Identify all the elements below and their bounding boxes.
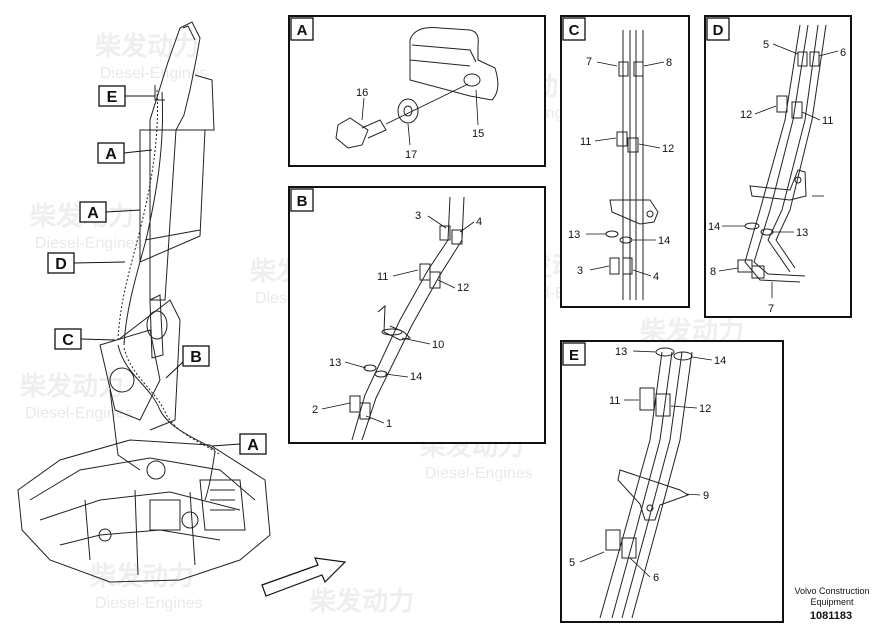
panel-letter: C (569, 22, 580, 39)
part-number-label: 7 (586, 56, 592, 68)
part-number-label: 3 (415, 210, 421, 222)
part-number-label: 5 (569, 557, 575, 569)
panel-letter: A (297, 22, 308, 39)
callout-b: B (165, 345, 210, 379)
watermark-text: 柴发动力 (309, 586, 414, 617)
part-number-label: 13 (568, 229, 580, 241)
part-number-label: 14 (708, 221, 720, 233)
callout-e: E (98, 85, 155, 107)
part-number-label: 6 (840, 47, 846, 59)
hose-assembly (349, 196, 465, 441)
panel-a: A 16 17 15 (288, 15, 546, 167)
hose-assembly (737, 24, 827, 283)
part-number-label: 11 (609, 395, 620, 407)
part-number-label: 14 (714, 355, 726, 367)
callout-letter: C (62, 332, 74, 349)
bolt-part (335, 117, 387, 149)
panel-letter-box (562, 17, 586, 41)
part-number-label: 2 (312, 404, 318, 416)
part-number-label: 4 (476, 216, 482, 228)
direction-arrow-icon (261, 557, 347, 597)
leader-line (165, 361, 184, 379)
callout-a-mid: A (79, 201, 141, 223)
leader-line (80, 338, 116, 341)
part-number-label: 15 (472, 128, 484, 140)
part-number-label: 12 (662, 143, 674, 155)
panel-letter-box (290, 17, 314, 41)
panel-letter-box (290, 188, 314, 212)
callout-d: D (47, 252, 126, 274)
brand-line: Equipment (810, 597, 854, 607)
callout-letter: A (105, 146, 117, 163)
part-number-label: 11 (580, 136, 591, 148)
callout-a-bottom: A (211, 433, 267, 455)
part-number-label: 11 (822, 115, 833, 127)
leader-line (211, 443, 241, 447)
part-number-label: 14 (410, 371, 422, 383)
watermark-text: 柴发动力 (19, 371, 124, 402)
watermark-text: Diesel-Engines (35, 235, 143, 252)
hose-assembly (599, 347, 693, 619)
watermark-text: Diesel-Engines (95, 595, 203, 612)
panel-letter: D (713, 22, 724, 39)
watermark-text: 柴发动力 (94, 31, 199, 62)
part-number-label: 12 (457, 282, 469, 294)
part-number-label: 17 (405, 149, 417, 161)
part-number-label: 14 (658, 235, 670, 247)
callout-letter: E (107, 89, 118, 106)
brand-caption: Volvo Construction Equipment (792, 586, 872, 608)
clamp-part (409, 27, 499, 101)
part-number-label: 10 (432, 339, 444, 351)
part-number-label: 11 (377, 271, 388, 283)
part-number-label: 13 (796, 227, 808, 239)
part-number-label: 4 (653, 271, 659, 283)
excavator-overview (17, 21, 271, 583)
part-number-label: 12 (740, 109, 752, 121)
brand-line: Volvo Construction (794, 586, 870, 596)
part-number-label: 13 (329, 357, 341, 369)
panel-e: E 13 14 11 12 9 5 6 (560, 340, 784, 623)
callout-c: C (54, 328, 116, 350)
watermark-text: Diesel-Engines (100, 65, 208, 82)
leader-line (123, 149, 153, 154)
panel-letter-box (706, 17, 730, 41)
part-number-label: 9 (703, 490, 709, 502)
panel-frame (288, 15, 546, 167)
panel-d: D 5 6 12 11 14 13 8 (704, 15, 852, 318)
panel-frame (560, 340, 784, 623)
panel-b: B 3 4 11 12 10 13 14 2 1 (288, 186, 546, 444)
part-number-label: 16 (356, 87, 368, 99)
callout-a-top: A (97, 142, 153, 164)
leader-line (73, 261, 126, 264)
panel-frame (288, 186, 546, 444)
callout-letter: D (55, 256, 67, 273)
part-number-label: 6 (653, 572, 659, 584)
panel-c: C 7 8 11 12 13 14 3 (560, 15, 690, 308)
part-number-label: 8 (666, 57, 672, 69)
panel-letter: E (569, 347, 579, 364)
watermark-text: 柴发动力 (89, 561, 194, 592)
part-number-label: 12 (699, 403, 711, 415)
callout-letter: A (247, 437, 259, 454)
panel-frame (704, 15, 852, 318)
panel-letter: B (297, 193, 308, 210)
part-number-label: 13 (615, 346, 627, 358)
leader-line (105, 209, 141, 213)
watermark-text: Diesel-Engines (25, 405, 133, 422)
watermark-text: Diesel-Engines (425, 465, 533, 482)
part-number-label: 5 (763, 39, 769, 51)
part-number-label: 1 (386, 418, 392, 430)
callout-letter: B (190, 349, 202, 366)
hose-assembly (605, 30, 659, 300)
panel-letter-box (562, 342, 586, 366)
document-number: 1081183 (809, 610, 853, 622)
part-number-label: 8 (710, 266, 716, 278)
callout-box (182, 345, 210, 367)
callout-letter: A (87, 205, 99, 222)
part-number-label: 3 (577, 265, 583, 277)
part-number-label: 7 (768, 303, 774, 315)
